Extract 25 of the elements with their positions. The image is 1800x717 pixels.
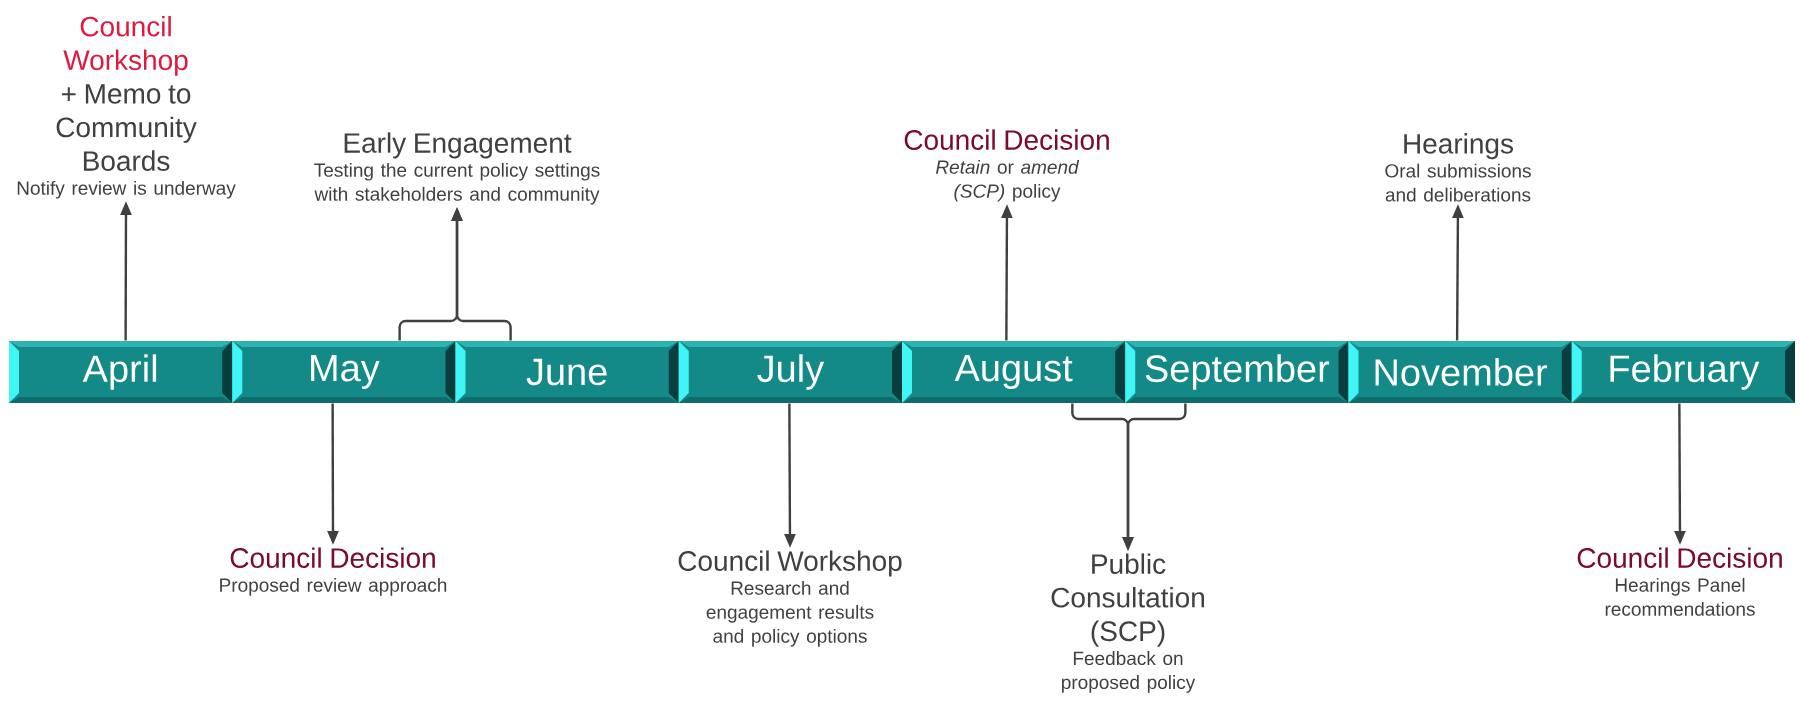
- month-bar: June: [455, 341, 679, 403]
- description-text: Feedback on proposed policy: [1062, 651, 1196, 693]
- month-bar: August: [902, 341, 1126, 403]
- description-text: + Memo to Community Boards: [56, 84, 197, 171]
- heading-text: Council Workshop: [678, 550, 902, 577]
- description-text: Retain or amend (SCP) policy: [936, 159, 1080, 202]
- heading-text: Early Engagement: [344, 132, 572, 159]
- description-text: Oral submissions and deliberations: [1385, 163, 1531, 202]
- description-text: Hearings Panel recommendations: [1605, 577, 1755, 616]
- month-bar: May: [232, 341, 456, 403]
- month-bar: February: [1571, 341, 1795, 403]
- month-bar: November: [1348, 341, 1572, 403]
- description-text: Notify review is underway: [17, 180, 236, 199]
- heading-text: Council Decision: [904, 129, 1109, 150]
- description-text: Proposed review approach: [220, 577, 447, 596]
- month-bar: July: [678, 341, 902, 403]
- heading-text: Council Decision: [230, 547, 435, 568]
- month-bar: September: [1125, 341, 1349, 403]
- heading-text: Council Workshop: [63, 15, 188, 76]
- month-bar: April: [9, 341, 233, 403]
- heading-text: Hearings: [1404, 133, 1513, 160]
- heading-text: Public Consultation (SCP): [1051, 553, 1204, 647]
- description-text: Research and engagement results and policy options: [706, 580, 874, 647]
- description-text: Testing the current policy settings with stakeholders and community: [314, 162, 600, 205]
- heading-text: Council Decision: [1577, 547, 1782, 568]
